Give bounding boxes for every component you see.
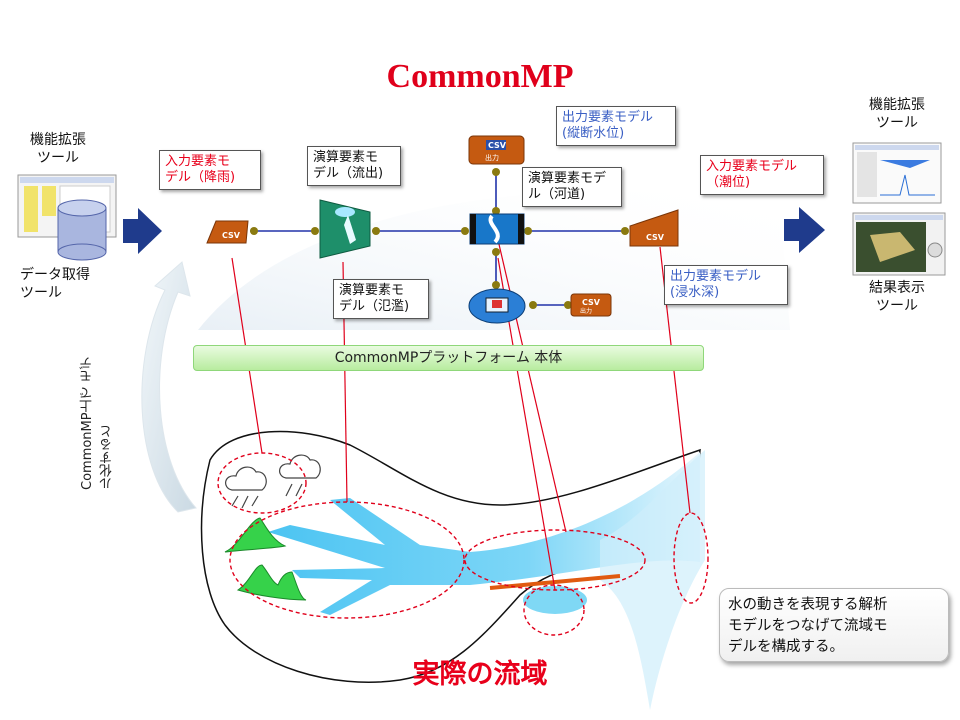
right-tool-top-line1: 機能拡張 <box>869 97 925 113</box>
callout-input-tide: 入力要素モデル （潮位) <box>700 155 824 195</box>
note-line3: デルを構成する。 <box>728 639 844 655</box>
left-tool-top-label: 機能拡張 ツール <box>12 131 104 167</box>
left-tool-top-line2: ツール <box>37 150 79 166</box>
callout-input-tide-line1: 入力要素モデル <box>706 159 798 174</box>
callout-output-depth-line2: (浸水深) <box>670 285 720 300</box>
input-rain-model[interactable]: CSV <box>206 220 249 244</box>
note-line1: 水の動きを表現する解析 <box>728 597 888 613</box>
output-text-depth: 出力 <box>580 307 592 315</box>
callout-calc-runoff-line1: 演算要素モ <box>313 150 379 165</box>
right-tool-bottom-line2: ツール <box>876 298 918 314</box>
right-tool-top-line2: ツール <box>876 115 918 131</box>
callout-calc-channel-line1: 演算要素モデ <box>528 171 607 186</box>
left-tool-bottom-label: データ取得 ツール <box>20 266 100 302</box>
modelling-curved-arrow <box>141 261 197 513</box>
callout-input-rain-line1: 入力要素モ <box>165 154 231 169</box>
input-tide-model[interactable]: CSV <box>629 209 679 247</box>
callout-output-level-line1: 出力要素モデル <box>562 110 654 125</box>
csv-text-tide: CSV <box>646 233 665 242</box>
rain-clouds <box>225 454 321 509</box>
callout-output-depth-line1: 出力要素モデル <box>670 269 762 284</box>
calc-channel-model[interactable] <box>469 213 525 245</box>
explanation-note: 水の動きを表現する解析 モデルをつなげて流域モ デルを構成する。 <box>719 588 949 662</box>
right-tool-arrow <box>784 207 825 253</box>
database-icon <box>57 199 107 261</box>
right-tool-bottom-line1: 結果表示 <box>869 280 925 296</box>
output-text-level: 出力 <box>485 153 499 162</box>
calc-flood-model[interactable] <box>468 288 526 324</box>
output-level-model[interactable]: CSV 出力 <box>468 135 525 165</box>
callout-input-tide-line2: （潮位) <box>706 175 751 190</box>
csv-text-depth: CSV <box>582 298 601 307</box>
modelling-vertical-note: CommonMP上で モデル化すると <box>80 356 115 490</box>
callout-output-level-line2: (縦断水位) <box>562 126 625 141</box>
callout-calc-flood: 演算要素モ デル（氾濫) <box>333 279 429 319</box>
note-line2: モデルをつなげて流域モ <box>728 618 888 634</box>
output-depth-model[interactable]: CSV 出力 <box>570 293 612 317</box>
callout-calc-flood-line1: 演算要素モ <box>339 283 405 298</box>
callout-calc-runoff: 演算要素モ デル（流出) <box>307 146 401 186</box>
platform-bar: CommonMPプラットフォーム 本体 <box>193 345 704 371</box>
left-tool-bottom-line1: データ取得 <box>20 267 90 283</box>
right-tool-bottom-label: 結果表示 ツール <box>852 279 942 315</box>
port-dots <box>250 168 629 309</box>
csv-text-level: CSV <box>488 141 507 150</box>
river-network <box>268 452 700 615</box>
estuary <box>600 450 705 710</box>
callout-input-rain: 入力要素モ デル（降雨) <box>159 150 261 190</box>
csv-text-rain: CSV <box>222 231 241 240</box>
callout-calc-runoff-line2: デル（流出) <box>313 166 384 181</box>
flood-area <box>523 586 587 614</box>
callout-calc-channel: 演算要素モデ ル（河道) <box>522 167 622 207</box>
result-display-tool-screenshot <box>852 212 946 276</box>
callout-calc-channel-line2: ル（河道) <box>528 187 586 202</box>
callout-output-depth: 出力要素モデル (浸水深) <box>664 265 788 305</box>
left-tool-top-line1: 機能拡張 <box>30 132 86 148</box>
basin-title: 実際の流域 <box>412 659 548 690</box>
callout-output-level: 出力要素モデル (縦断水位) <box>556 106 676 146</box>
calc-runoff-model[interactable] <box>319 199 371 259</box>
left-tool-bottom-line2: ツール <box>20 285 62 301</box>
page-title: CommonMP <box>386 58 574 95</box>
left-tool-arrow <box>123 208 162 254</box>
model-links <box>250 170 628 306</box>
extension-tool-screenshot <box>852 142 942 204</box>
callout-input-rain-line2: デル（降雨) <box>165 170 236 185</box>
callout-calc-flood-line2: デル（氾濫) <box>339 299 410 314</box>
right-tool-top-label: 機能拡張 ツール <box>852 96 942 132</box>
